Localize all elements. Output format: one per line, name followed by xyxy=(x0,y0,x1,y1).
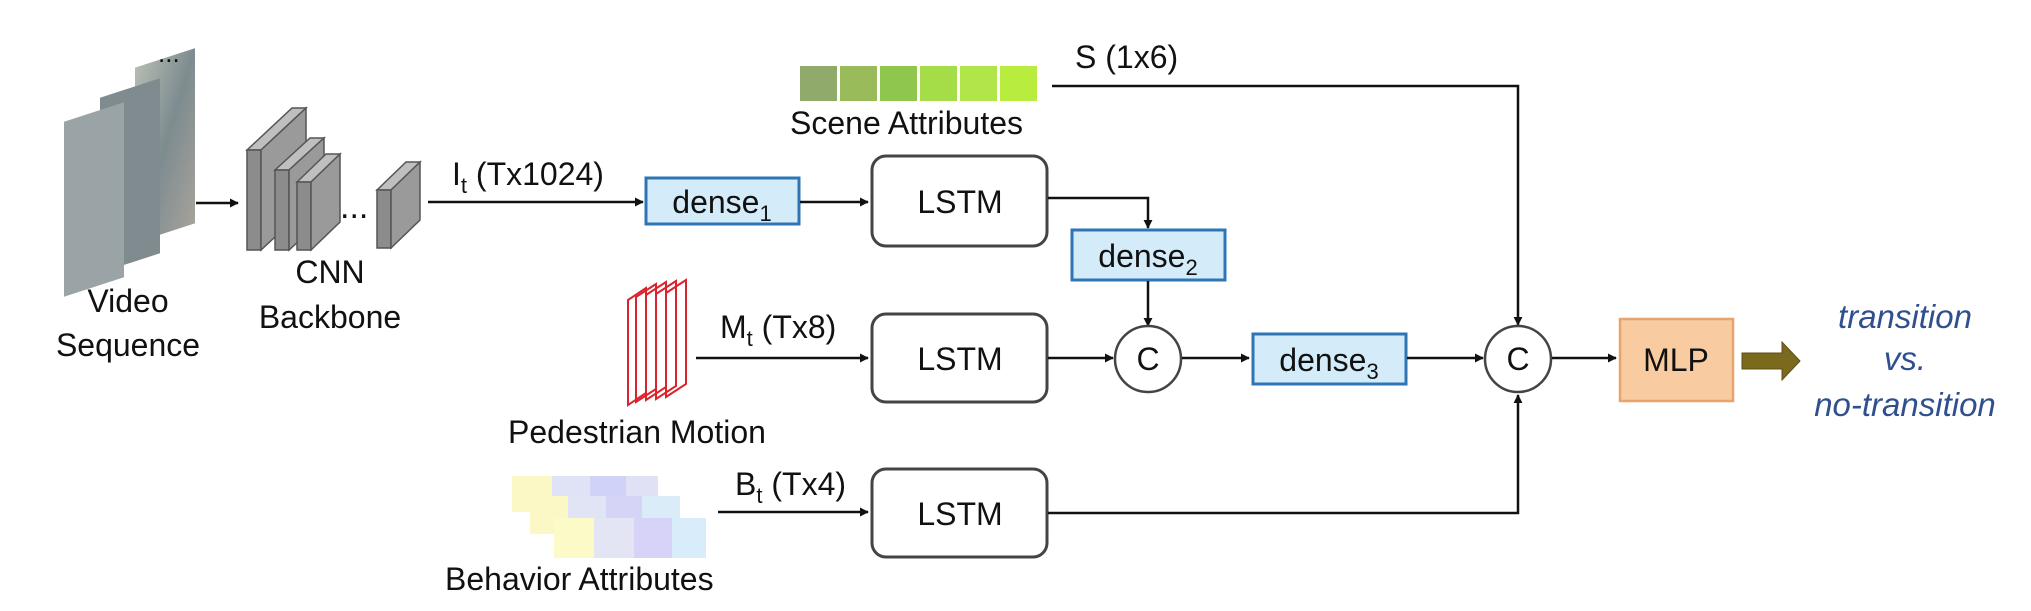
lstm-mid-label: LSTM xyxy=(917,341,1002,377)
video-label-line1: Video xyxy=(87,283,168,319)
scene-attribute-swatches xyxy=(800,66,1037,101)
behavior-attribute-blocks xyxy=(512,476,706,558)
dense3-box xyxy=(1251,332,1408,386)
dense1-box xyxy=(644,176,801,226)
concat2-label: C xyxy=(1506,341,1529,377)
cnn-label-line2: Backbone xyxy=(259,299,401,335)
lstm-mid-box xyxy=(870,312,1049,404)
lstm-bot-box xyxy=(870,467,1049,559)
scene-attributes-label: Scene Attributes xyxy=(790,105,1023,141)
mlp-box xyxy=(1618,317,1735,403)
scene-attribute-swatch xyxy=(960,66,997,101)
scene-shape-label: S (1x6) xyxy=(1075,39,1178,75)
video-label-line2: Sequence xyxy=(56,327,200,363)
arrow-lstm-bot-to-concat2 xyxy=(1048,394,1523,515)
video-ellipsis: ... xyxy=(158,38,180,68)
output-arrow xyxy=(1741,340,1801,382)
lstm-top-label: LSTM xyxy=(917,184,1002,220)
cnn-backbone-layers xyxy=(245,106,422,252)
scene-attribute-swatch xyxy=(1000,66,1037,101)
behavior-attributes-label: Behavior Attributes xyxy=(445,561,714,597)
lstm-top-box xyxy=(870,154,1049,248)
dense3-label: dense3 xyxy=(1279,342,1378,384)
image-feature-label: It (Tx1024) xyxy=(452,156,604,198)
output-vs: vs. xyxy=(1884,340,1926,377)
scene-attribute-swatch xyxy=(800,66,837,101)
pedestrian-motion-frames xyxy=(627,278,687,407)
scene-attribute-swatch xyxy=(920,66,957,101)
mlp-label: MLP xyxy=(1643,342,1709,378)
dense1-label: dense1 xyxy=(672,184,771,226)
cnn-label-line1: CNN xyxy=(295,254,364,290)
motion-feature-label: Mt (Tx8) xyxy=(720,309,836,351)
arrow-scene-to-concat2 xyxy=(1052,84,1523,326)
dense2-label: dense2 xyxy=(1098,238,1197,280)
video-sequence-frames xyxy=(64,48,195,297)
pedestrian-motion-label: Pedestrian Motion xyxy=(508,414,766,450)
concat2-node xyxy=(1483,324,1553,394)
output-transition: transition xyxy=(1838,298,1972,335)
arrow-lstm-top-to-dense2 xyxy=(1048,196,1153,229)
concat1-label: C xyxy=(1136,341,1159,377)
cnn-ellipsis: ... xyxy=(340,188,368,226)
output-no-transition: no-transition xyxy=(1814,386,1996,423)
lstm-bot-label: LSTM xyxy=(917,496,1002,532)
concat1-node xyxy=(1113,324,1183,394)
dense2-box xyxy=(1070,228,1227,282)
scene-attribute-swatch xyxy=(840,66,877,101)
behavior-feature-label: Bt (Tx4) xyxy=(735,466,846,508)
scene-attribute-swatch xyxy=(880,66,917,101)
